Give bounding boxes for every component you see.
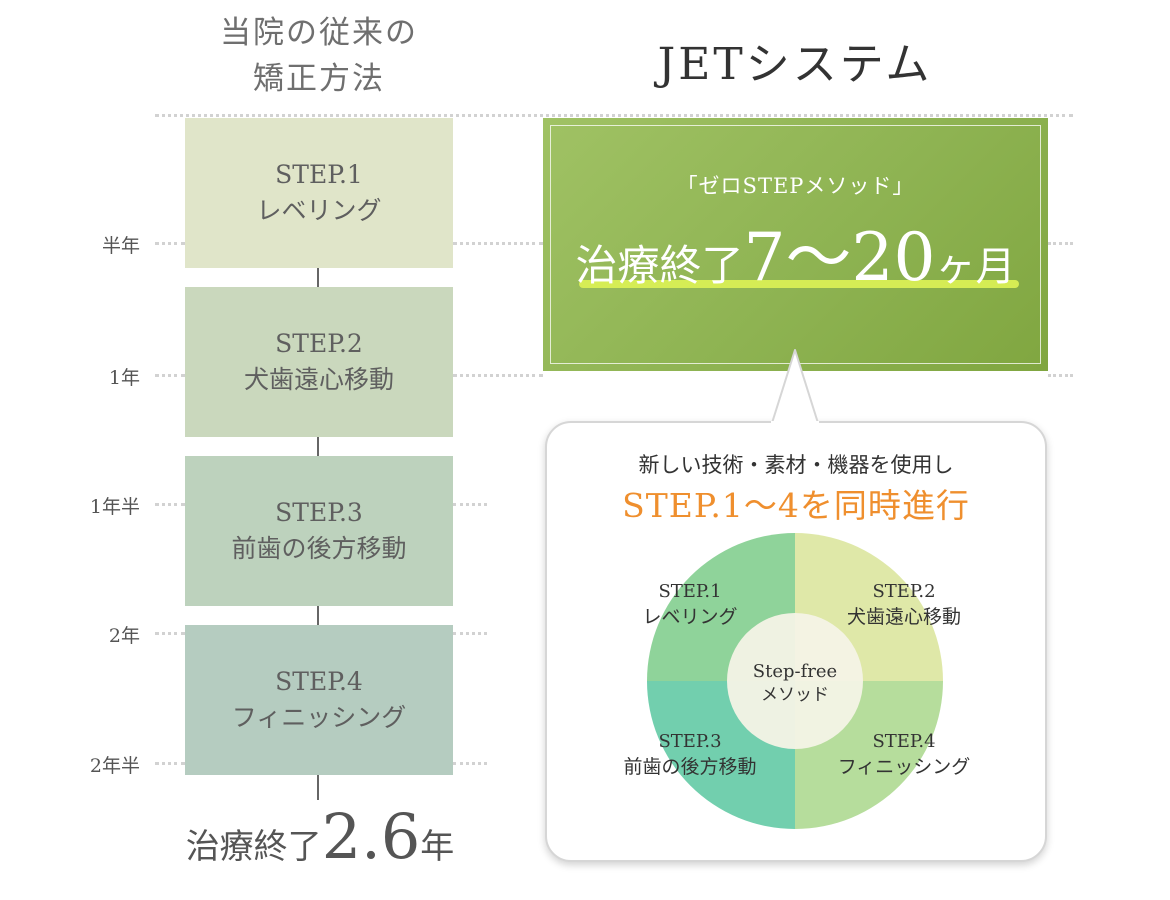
slice-label-step2-name: 犬歯遠心移動 — [847, 606, 961, 628]
slice-label-step4-title: STEP.4 — [872, 731, 935, 752]
step-title: STEP.4 — [275, 667, 363, 696]
step-name: 前歯の後方移動 — [231, 534, 407, 563]
slice-label-step1-name: レベリング — [642, 606, 737, 628]
guide-line — [453, 242, 543, 245]
guide-line — [1048, 374, 1073, 377]
step-box-4: STEP.4 フィニッシング — [185, 625, 453, 775]
step-box-1: STEP.1 レベリング — [185, 118, 453, 268]
jet-period-prefix: 治療終了 — [575, 241, 744, 290]
guide-line — [155, 762, 185, 765]
guide-line — [155, 632, 185, 635]
jet-period-number: 7～20 — [743, 219, 936, 296]
step-name: フィニッシング — [231, 703, 407, 732]
center-label-line1: Step-free — [753, 661, 837, 682]
guide-line — [453, 762, 487, 765]
bubble-headline: STEP.1～4を同時進行 — [622, 486, 970, 525]
pie-center-disc — [727, 613, 863, 749]
slice-label-step3-title: STEP.3 — [658, 731, 721, 752]
step-title: STEP.1 — [275, 160, 363, 189]
jet-result-card: 「ゼロSTEPメソッド」 治療終了7～20ヶ月 — [543, 118, 1048, 371]
step-name: レベリング — [256, 196, 382, 225]
time-label-1-5-year: 1年半 — [89, 496, 140, 518]
guide-line — [155, 242, 185, 245]
left-result-unit: 年 — [420, 827, 455, 867]
slice-label-step2-title: STEP.2 — [872, 581, 935, 602]
guide-line — [453, 632, 487, 635]
bubble-tail — [771, 349, 819, 424]
left-result-prefix: 治療終了 — [185, 827, 322, 867]
left-result: 治療終了2.6年 — [170, 800, 470, 873]
guide-line — [453, 374, 543, 377]
top-divider — [155, 114, 1073, 117]
connector-line — [317, 775, 319, 800]
guide-line — [155, 503, 185, 506]
time-label-1-year: 1年 — [108, 367, 140, 389]
guide-line — [155, 374, 185, 377]
center-label-line2: メソッド — [761, 685, 829, 705]
step-title: STEP.3 — [275, 498, 363, 527]
connector-line — [317, 437, 319, 456]
bubble-note: 新しい技術・素材・機器を使用し — [638, 453, 954, 477]
slice-label-step3-name: 前歯の後方移動 — [623, 756, 756, 778]
slice-label-step1-title: STEP.1 — [658, 581, 721, 602]
connector-line — [317, 606, 319, 625]
highlight-underline — [579, 280, 1019, 288]
time-label-half-year: 半年 — [101, 235, 140, 257]
step-name: 犬歯遠心移動 — [243, 365, 394, 394]
bubble-tail-cover — [771, 421, 819, 426]
method-name: 「ゼロSTEPメソッド」 — [676, 174, 915, 198]
slice-label-step4-name: フィニッシング — [838, 756, 971, 778]
connector-line — [317, 268, 319, 287]
guide-line — [453, 503, 487, 506]
left-heading-line2: 矯正方法 — [253, 61, 385, 97]
guide-line — [1048, 242, 1073, 245]
left-result-number: 2.6 — [321, 800, 421, 873]
step-title: STEP.2 — [275, 329, 363, 358]
jet-period: 治療終了7～20ヶ月 — [543, 204, 1048, 300]
time-label-2-year: 2年 — [108, 625, 140, 647]
jet-period-unit: ヶ月 — [935, 244, 1016, 290]
left-heading: 当院の従来の 矯正方法 — [185, 10, 453, 102]
time-label-2-5-year: 2年半 — [89, 755, 140, 777]
right-heading: JETシステム — [657, 39, 933, 90]
step-box-2: STEP.2 犬歯遠心移動 — [185, 287, 453, 437]
step-box-3: STEP.3 前歯の後方移動 — [185, 456, 453, 606]
left-heading-line1: 当院の従来の — [220, 15, 418, 51]
